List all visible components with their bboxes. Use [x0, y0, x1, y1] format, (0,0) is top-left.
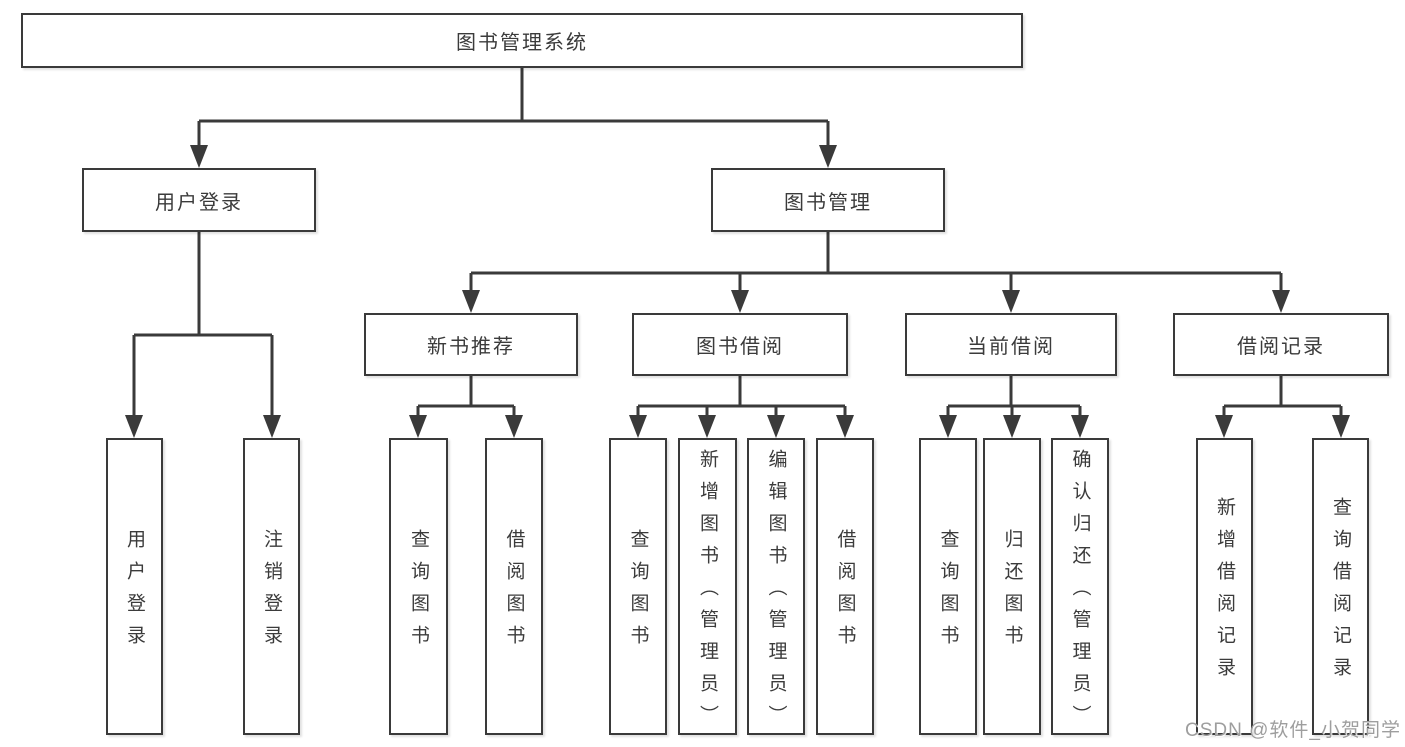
leaf-borrow-edit-books-admin: 编辑图书（管理员） [747, 438, 805, 737]
node-book-management: 图书管理 [711, 168, 945, 232]
node-label: 新增借阅记录 [1214, 496, 1235, 689]
leaf-user-login: 用户登录 [106, 438, 163, 735]
node-label: 图书借阅 [696, 336, 784, 358]
leaf-current-return-books: 归还图书 [983, 438, 1041, 735]
node-label: 查询图书 [937, 528, 959, 657]
node-label: 新增图书（管理员） [697, 448, 718, 737]
node-label: 查询图书 [627, 528, 649, 657]
leaf-borrow-query-books: 查询图书 [609, 438, 667, 735]
node-label: 图书管理系统 [456, 32, 588, 54]
leaf-rec-query-books: 查询图书 [389, 438, 448, 735]
node-user-login: 用户登录 [82, 168, 316, 232]
node-library-system: 图书管理系统 [21, 13, 1023, 68]
watermark: CSDN @软件_小贺同学 [1185, 720, 1401, 741]
leaf-rec-borrow-books: 借阅图书 [485, 438, 543, 735]
leaf-records-add-record: 新增借阅记录 [1196, 438, 1253, 735]
leaf-logout: 注销登录 [243, 438, 300, 735]
node-current-borrowing: 当前借阅 [905, 313, 1117, 376]
node-label: 注销登录 [261, 528, 282, 657]
leaf-borrow-add-books-admin: 新增图书（管理员） [678, 438, 737, 737]
node-label: 借阅图书 [834, 528, 856, 657]
node-book-borrowing: 图书借阅 [632, 313, 848, 376]
node-label: 用户登录 [124, 528, 145, 657]
node-label: 归还图书 [1001, 528, 1023, 657]
node-label: 查询图书 [408, 528, 429, 657]
leaf-borrow-borrow-books: 借阅图书 [816, 438, 874, 735]
node-label: 图书管理 [784, 191, 872, 214]
node-label: 新书推荐 [427, 336, 515, 358]
leaf-current-query-books: 查询图书 [919, 438, 977, 735]
node-label: 确认归还（管理员） [1069, 448, 1091, 737]
node-label: 用户登录 [155, 191, 243, 214]
node-label: 查询借阅记录 [1330, 496, 1351, 689]
leaf-current-confirm-return-admin: 确认归还（管理员） [1051, 438, 1109, 737]
node-borrow-records: 借阅记录 [1173, 313, 1389, 376]
leaf-records-query-record: 查询借阅记录 [1312, 438, 1369, 735]
node-label: 编辑图书（管理员） [765, 448, 787, 737]
node-new-book-recommend: 新书推荐 [364, 313, 578, 376]
node-label: 借阅图书 [503, 528, 525, 657]
node-label: 当前借阅 [967, 336, 1055, 358]
node-label: 借阅记录 [1237, 336, 1325, 358]
